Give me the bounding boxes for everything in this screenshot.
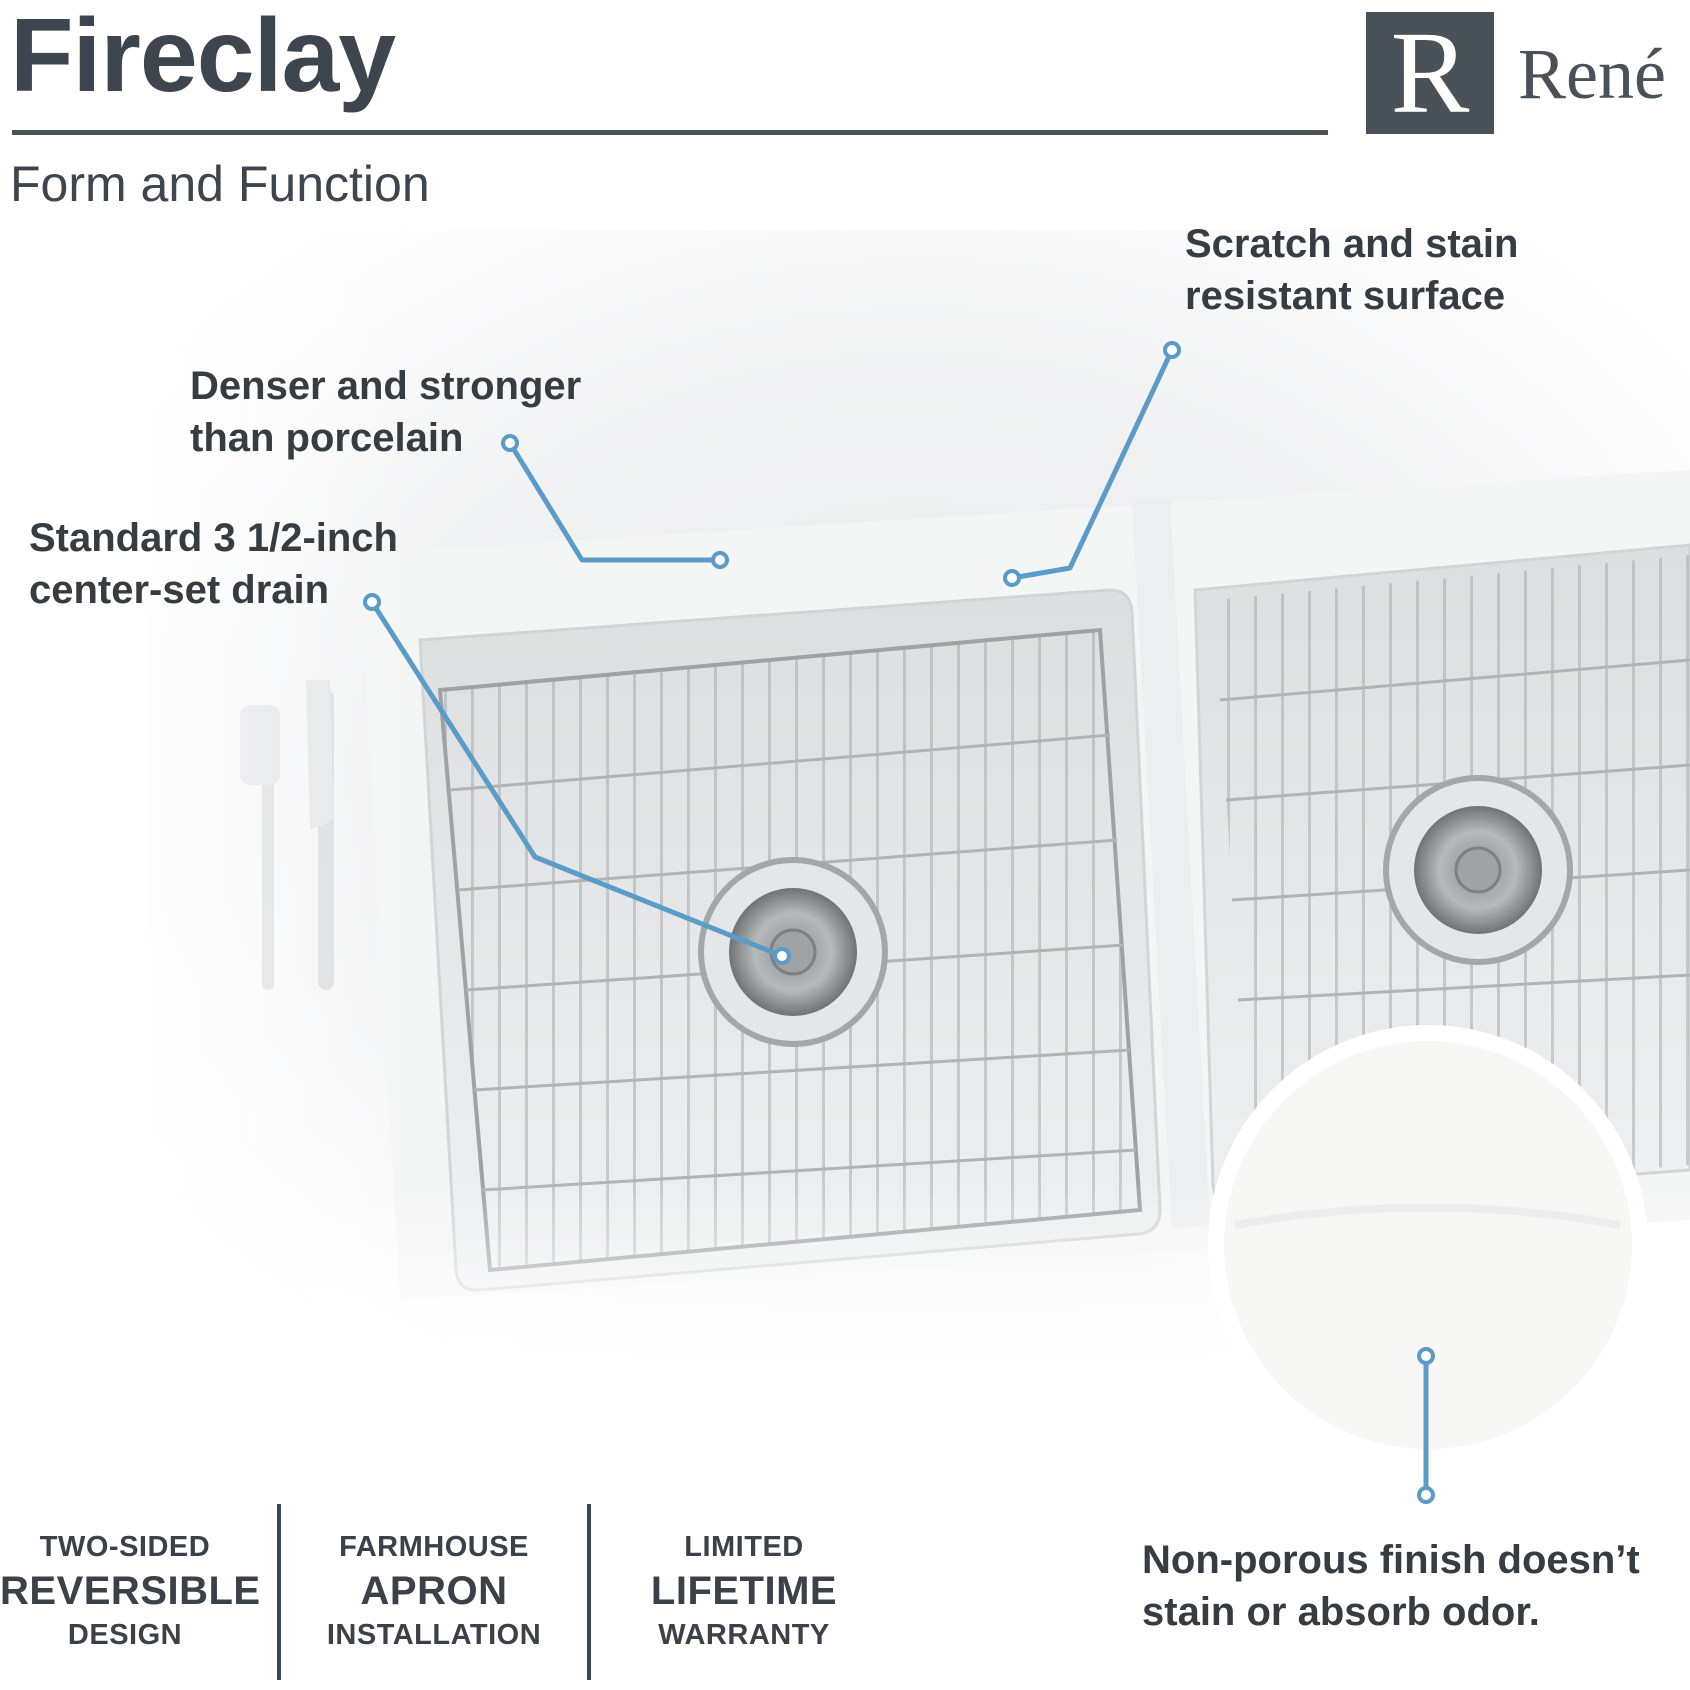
callout-denser-stronger: Denser and stronger than porcelain [190, 360, 581, 464]
callout-line: Scratch and stain [1185, 222, 1519, 266]
feature-divider [277, 1504, 281, 1680]
feature-bottom-label: DESIGN [67, 1619, 183, 1651]
feature-lifetime-warranty: LIMITED LIFETIME WARRANTY [620, 1528, 868, 1654]
feature-main-label: REVERSIBLE [0, 1569, 261, 1613]
callout-non-porous-finish: Non-porous finish doesn’t stain or absor… [1142, 1534, 1640, 1638]
callout-scratch-resistant: Scratch and stain resistant surface [1185, 218, 1518, 322]
page-subtitle: Form and Function [10, 156, 430, 212]
brand-logo-name: René [1518, 34, 1666, 114]
feature-top-label: FARMHOUSE [339, 1531, 529, 1563]
brand-logo-letter: R [1390, 7, 1470, 138]
page-title: Fireclay [10, 0, 396, 114]
feature-reversible-design: TWO-SIDED REVERSIBLE DESIGN [0, 1528, 261, 1654]
feature-main-label: APRON [360, 1569, 508, 1613]
feature-top-label: TWO-SIDED [39, 1531, 211, 1563]
callout-line: Non-porous finish doesn’t [1142, 1538, 1640, 1582]
feature-bottom-label: WARRANTY [658, 1619, 830, 1651]
title-underline [12, 130, 1328, 135]
callout-line: center-set drain [29, 568, 330, 612]
feature-top-label: LIMITED [684, 1531, 804, 1563]
callout-line: Denser and stronger [190, 364, 582, 408]
callout-standard-drain: Standard 3 1/2-inch center-set drain [29, 512, 398, 616]
brand-logo-mark: R [1366, 12, 1494, 134]
callout-line: Standard 3 1/2-inch [29, 516, 398, 560]
callout-line: than porcelain [190, 416, 464, 460]
feature-main-label: LIFETIME [650, 1569, 838, 1613]
feature-apron-installation: FARMHOUSE APRON INSTALLATION [310, 1528, 558, 1654]
callout-line: resistant surface [1185, 274, 1506, 318]
callout-line: stain or absorb odor. [1142, 1590, 1540, 1634]
feature-divider [587, 1504, 591, 1680]
feature-bottom-label: INSTALLATION [326, 1619, 542, 1651]
